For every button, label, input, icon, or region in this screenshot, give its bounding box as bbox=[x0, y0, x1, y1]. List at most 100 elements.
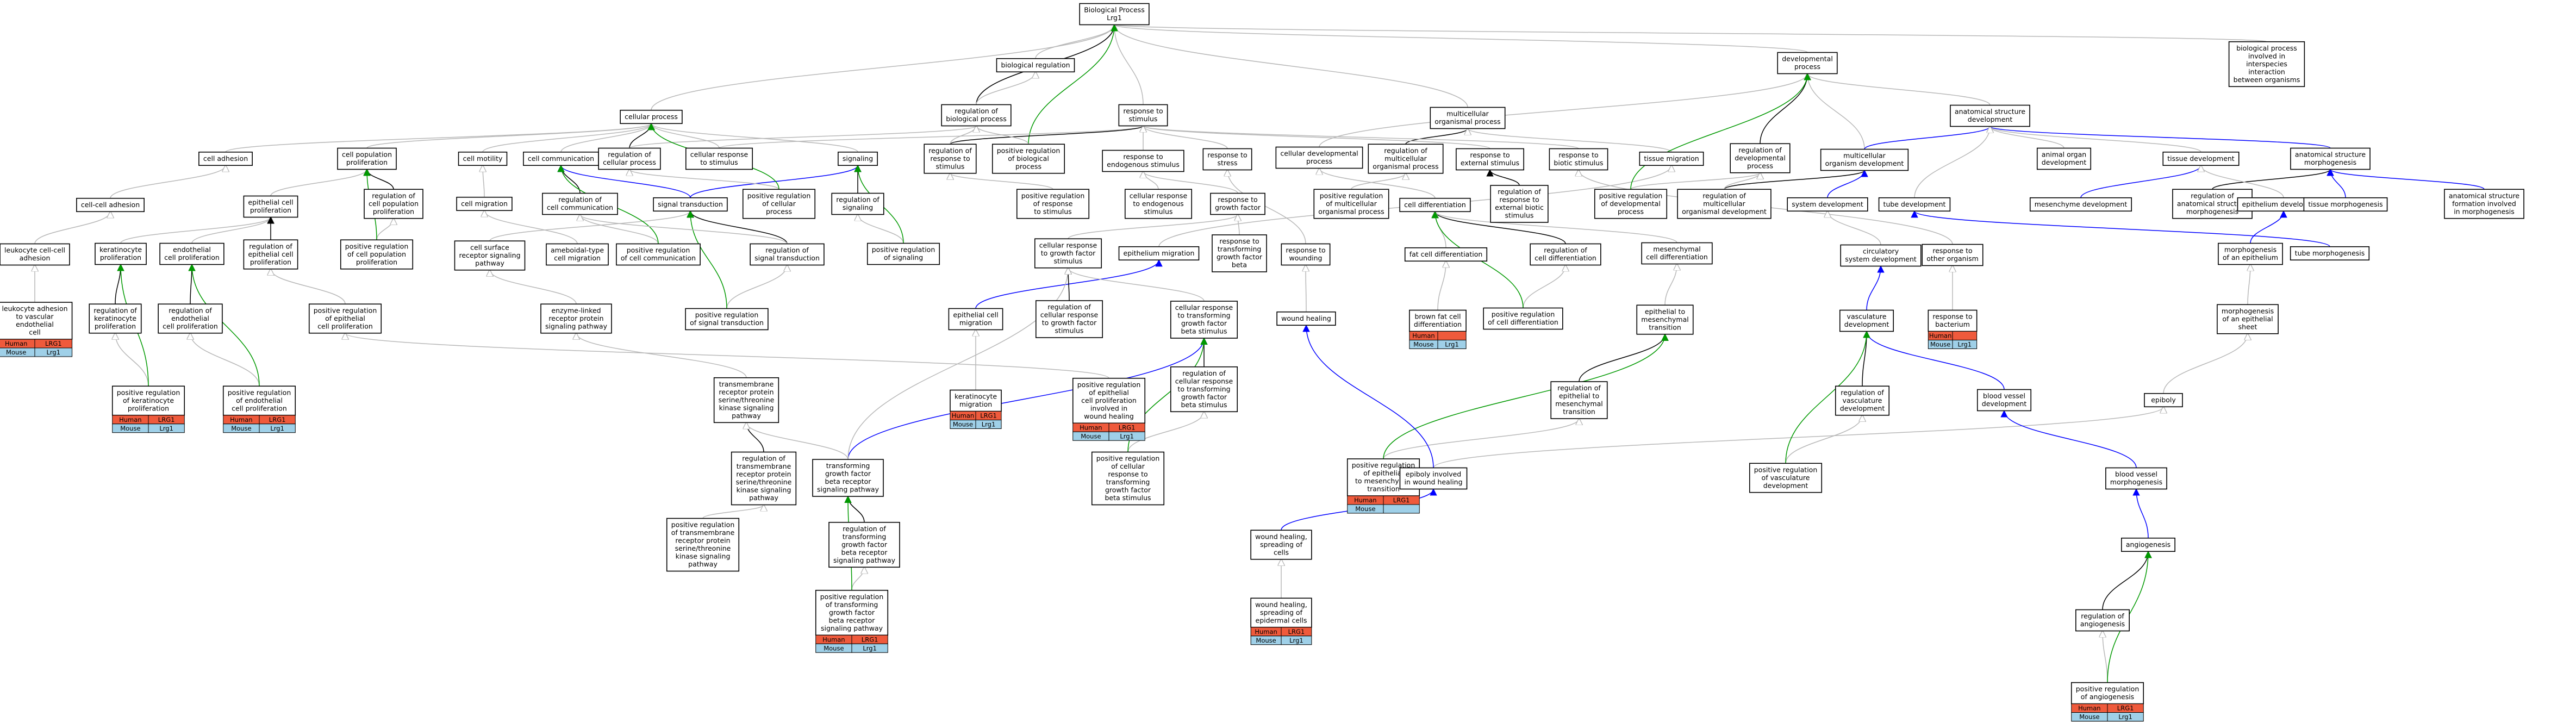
go-term-tissuemig[interactable]: tissue migration bbox=[1639, 151, 1704, 166]
go-term-cellcomm[interactable]: cell communication bbox=[523, 151, 599, 166]
go-term-signaling[interactable]: signaling bbox=[838, 151, 878, 166]
go-term-sysdev[interactable]: system development bbox=[1787, 197, 1868, 212]
go-term-angio[interactable]: angiogenesis bbox=[2121, 537, 2175, 552]
go-term-celladh[interactable]: cell adhesion bbox=[198, 151, 253, 166]
go-term-ephboly[interactable]: epiboly bbox=[2144, 393, 2183, 408]
go-term-tubemorph[interactable]: tube morphogenesis bbox=[2290, 246, 2370, 261]
go-term-celldiff[interactable]: cell differentiation bbox=[1399, 197, 1471, 213]
go-term-cellproc[interactable]: cellular process bbox=[620, 109, 683, 125]
go-term-bioreg[interactable]: biological regulation bbox=[996, 58, 1075, 73]
go-term-cellcelladh[interactable]: cell-cell adhesion bbox=[76, 197, 145, 213]
go-term-tubedev[interactable]: tube development bbox=[1878, 197, 1951, 212]
go-term-cellmig[interactable]: cell migration bbox=[456, 196, 513, 211]
go-term-epithmig[interactable]: epithelium migration bbox=[1118, 246, 1200, 261]
go-term-fatdiff[interactable]: fat cell differentiation bbox=[1404, 247, 1488, 262]
go-term-tissuedev[interactable]: tissue development bbox=[2162, 151, 2240, 166]
go-term-woundheal[interactable]: wound healing bbox=[1276, 311, 1336, 326]
go-term-sigtrans[interactable]: signal transduction bbox=[653, 197, 728, 212]
